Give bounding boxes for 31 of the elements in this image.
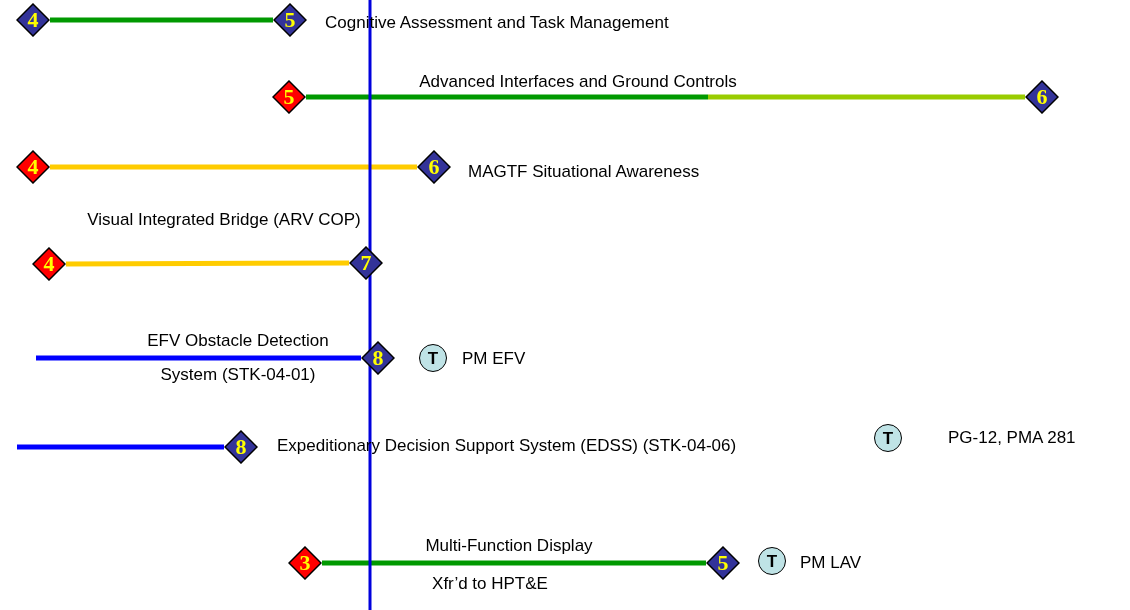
milestone-diamond: 3 bbox=[288, 546, 322, 580]
timeline-bar bbox=[322, 560, 706, 566]
milestone-diamond: 5 bbox=[706, 546, 740, 580]
edge-label: Multi-Function Display bbox=[425, 536, 593, 556]
program-name: PM EFV bbox=[462, 349, 526, 369]
milestone-diamond: 4 bbox=[16, 150, 50, 184]
timeline-bar bbox=[66, 260, 349, 267]
edge-label: Advanced Interfaces and Ground Controls bbox=[419, 72, 737, 92]
milestone-circle: T bbox=[874, 424, 902, 452]
milestone-diamond: 6 bbox=[417, 150, 451, 184]
milestone-diamond: 4 bbox=[32, 247, 66, 281]
milestone-diamond: 5 bbox=[273, 3, 307, 37]
timeline-bar bbox=[17, 444, 224, 450]
milestone-diamond: 7 bbox=[349, 246, 383, 280]
program-name: PM LAV bbox=[800, 553, 862, 573]
milestone-diamond: 8 bbox=[361, 341, 395, 375]
timeline-bar bbox=[50, 164, 417, 170]
timeline-bar bbox=[306, 94, 1025, 100]
milestone-diamond: 5 bbox=[272, 80, 306, 114]
timeline-bar bbox=[50, 17, 273, 23]
program-name: PG-12, PMA 281 bbox=[948, 428, 1076, 448]
milestone-diamond: 4 bbox=[16, 3, 50, 37]
milestone-diamond: 8 bbox=[224, 430, 258, 464]
milestone-circle: T bbox=[419, 344, 447, 372]
timeline-bar bbox=[36, 355, 361, 361]
program-name: MAGTF Situational Awareness bbox=[468, 162, 700, 182]
milestone-circle: T bbox=[758, 547, 786, 575]
edge-label: EFV Obstacle Detection System (STK-04-01) bbox=[146, 330, 330, 386]
note-label: Xfr’d to HPT&E bbox=[432, 574, 548, 594]
milestone-diamond: 6 bbox=[1025, 80, 1059, 114]
edge-label: Visual Integrated Bridge (ARV COP) bbox=[87, 210, 361, 230]
